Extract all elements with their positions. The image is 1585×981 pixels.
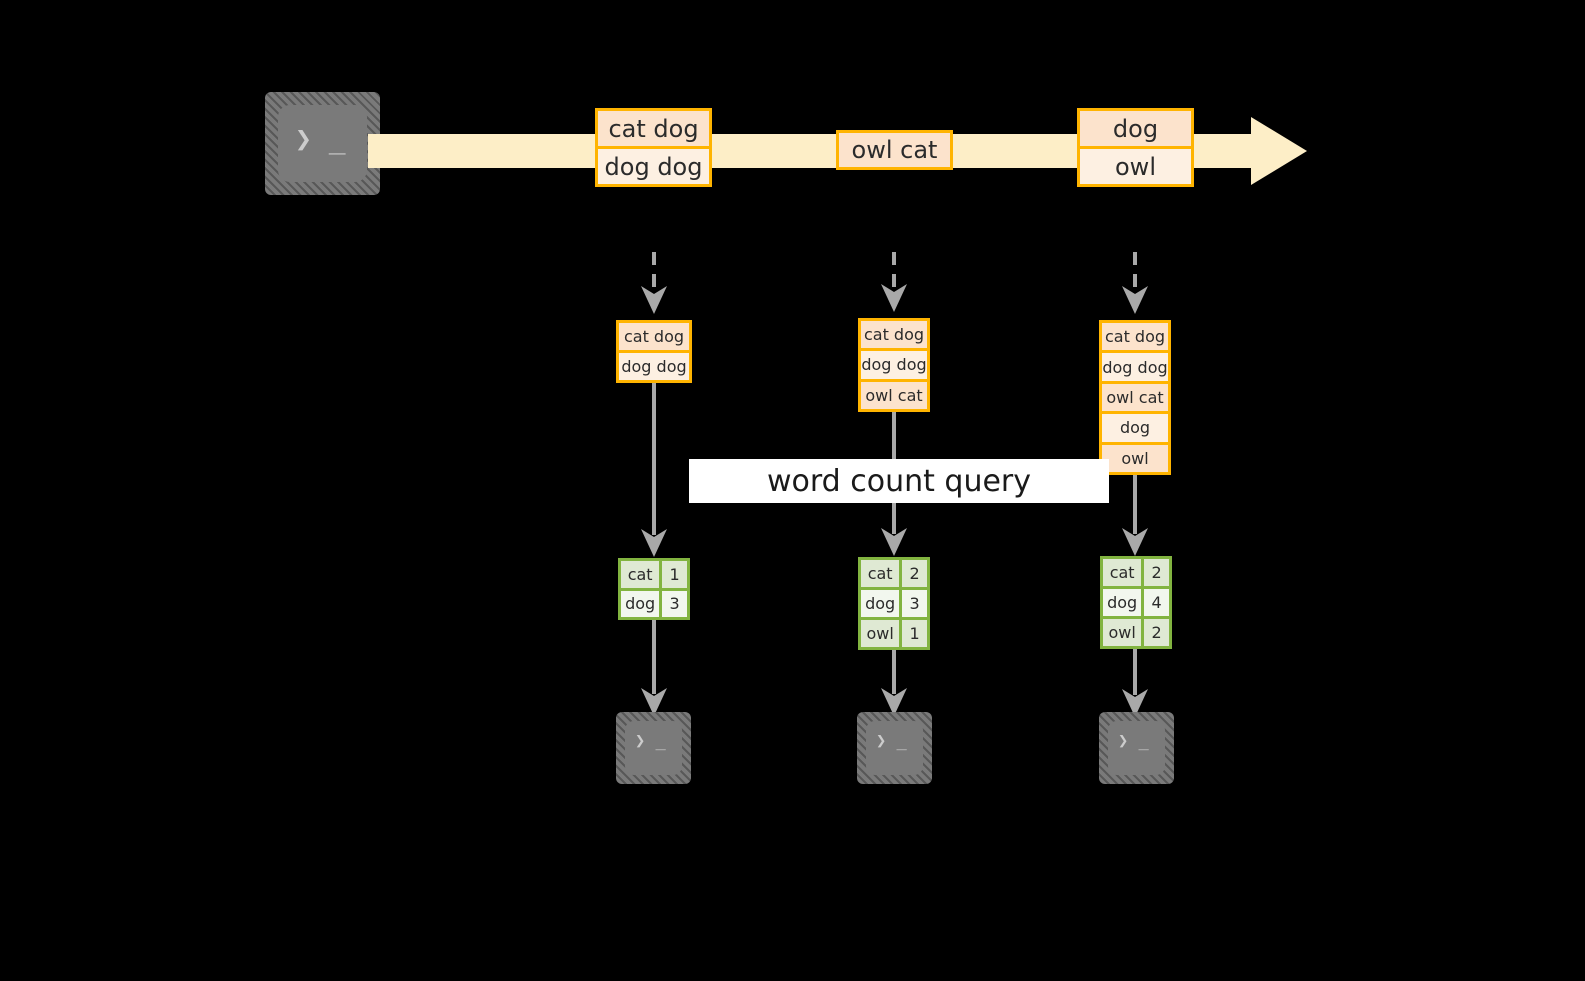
stream-record-line: owl: [1080, 146, 1191, 184]
snapshot-2-result-table: cat 2 dog 3 owl 1: [858, 557, 930, 650]
event-stream-arrowhead: [1251, 117, 1307, 185]
result-word: owl: [1103, 619, 1142, 646]
result-word: dog: [621, 590, 660, 617]
result-word: cat: [861, 560, 900, 587]
snapshot-input-row: owl: [1102, 441, 1168, 473]
stream-record-3: dog owl: [1077, 108, 1194, 187]
terminal-screen: [1108, 721, 1165, 775]
snapshot-input-row: dog dog: [619, 350, 689, 380]
result-word: dog: [861, 590, 900, 617]
stream-record-line: cat dog: [598, 111, 709, 146]
result-count: 1: [659, 561, 687, 588]
terminal-prompt-glyph: ❯ _: [295, 122, 346, 155]
result-count: 4: [1141, 589, 1169, 616]
snapshot-3-query-connector: [1122, 475, 1148, 556]
terminal-screen: [625, 721, 682, 775]
snapshot-input-row: dog dog: [1102, 350, 1168, 381]
snapshot-input-row: cat dog: [619, 323, 689, 350]
source-terminal-icon: ❯ _: [265, 92, 380, 195]
result-word: cat: [621, 561, 660, 588]
snapshot-1-sink-terminal-icon: ❯ _: [616, 712, 691, 784]
stream-to-snapshot-1-connector: [641, 252, 667, 314]
terminal-screen: [866, 721, 923, 775]
result-count: 2: [1141, 559, 1169, 586]
snapshot-2-sink-connector: [881, 650, 907, 716]
terminal-prompt-glyph: ❯ _: [876, 731, 907, 751]
snapshot-input-row: owl cat: [1102, 380, 1168, 412]
snapshot-3-sink-terminal-icon: ❯ _: [1099, 712, 1174, 784]
result-count: 3: [899, 590, 927, 617]
result-word: dog: [1103, 589, 1142, 616]
result-row: dog 3: [621, 587, 687, 617]
stream-to-snapshot-3-connector: [1122, 252, 1148, 314]
snapshot-input-row: owl cat: [861, 378, 927, 409]
snapshot-input-row: cat dog: [1102, 323, 1168, 351]
terminal-prompt-glyph: ❯ _: [1118, 731, 1149, 751]
result-count: 2: [1141, 619, 1169, 646]
result-count: 1: [899, 620, 927, 647]
terminal-prompt-glyph: ❯ _: [635, 731, 666, 751]
snapshot-3-sink-connector: [1122, 649, 1148, 717]
snapshot-3-input-box: cat dog dog dog owl cat dog owl: [1099, 320, 1171, 475]
result-word: owl: [861, 620, 900, 647]
stream-record-1: cat dog dog dog: [595, 108, 712, 187]
result-count: 3: [659, 590, 687, 617]
stream-record-line: owl cat: [839, 133, 950, 167]
result-row: cat 1: [621, 561, 687, 588]
snapshot-input-row: dog dog: [861, 348, 927, 379]
snapshot-2-input-box: cat dog dog dog owl cat: [858, 318, 930, 412]
snapshot-1-query-connector: [641, 383, 667, 557]
stream-record-line: dog: [1080, 111, 1191, 146]
result-row: owl 2: [1103, 616, 1169, 646]
query-label: word count query: [689, 459, 1109, 503]
stream-record-2: owl cat: [836, 130, 953, 170]
result-row: cat 2: [861, 560, 927, 587]
snapshot-1-input-box: cat dog dog dog: [616, 320, 692, 383]
result-row: dog 4: [1103, 586, 1169, 616]
snapshot-1-sink-connector: [641, 620, 667, 716]
snapshot-3-result-table: cat 2 dog 4 owl 2: [1100, 556, 1172, 649]
snapshot-input-row: cat dog: [861, 321, 927, 349]
query-label-text: word count query: [766, 463, 1032, 499]
result-row: dog 3: [861, 587, 927, 617]
result-word: cat: [1103, 559, 1142, 586]
result-row: owl 1: [861, 617, 927, 647]
result-row: cat 2: [1103, 559, 1169, 586]
stream-record-line: dog dog: [598, 146, 709, 184]
snapshot-1-result-table: cat 1 dog 3: [618, 558, 690, 620]
terminal-screen: [278, 105, 367, 182]
snapshot-2-sink-terminal-icon: ❯ _: [857, 712, 932, 784]
stream-to-snapshot-2-connector: [881, 252, 907, 312]
snapshot-input-row: dog: [1102, 411, 1168, 442]
result-count: 2: [899, 560, 927, 587]
